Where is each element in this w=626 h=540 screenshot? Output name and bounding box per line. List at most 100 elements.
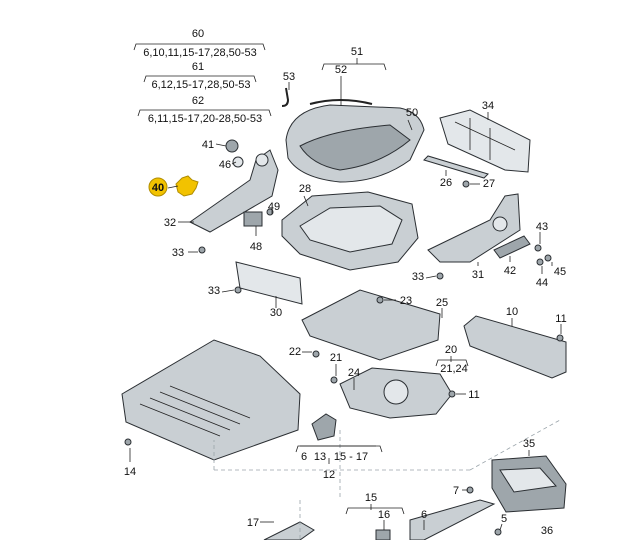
drawer-35-front xyxy=(499,467,557,493)
callout-30: 30 xyxy=(270,307,282,319)
callout-5: 5 xyxy=(501,513,507,525)
leader-5 xyxy=(499,523,503,531)
callout-16: 16 xyxy=(378,509,390,521)
gear-knob-40-part xyxy=(175,175,199,197)
seat-frame-part xyxy=(121,339,301,461)
screw-49-part xyxy=(266,208,274,216)
seat-cushion-padding xyxy=(299,124,411,171)
leader-15 xyxy=(345,504,405,515)
callout-49: 49 xyxy=(268,201,280,213)
callout-46: 46 xyxy=(219,159,231,171)
set-61-number: 61 xyxy=(192,61,204,73)
bracket-25-part xyxy=(301,289,441,361)
callout-11-upper: 11 xyxy=(555,313,566,325)
pan-20-hole xyxy=(383,379,409,405)
parts-drawing xyxy=(121,87,567,540)
callout-48: 48 xyxy=(250,241,262,253)
assembly-guide-lines xyxy=(213,419,561,540)
leader-46 xyxy=(231,161,237,165)
leader-50 xyxy=(407,119,413,131)
strip-part xyxy=(423,155,489,179)
part-17-part xyxy=(263,521,315,540)
callout-11-lower: 11 xyxy=(468,389,479,401)
set-61-members: 6,12,15-17,28,50-53 xyxy=(151,79,250,91)
track-6-part xyxy=(409,499,496,540)
screw-33c-part xyxy=(436,272,444,280)
screw-27-part xyxy=(462,180,470,188)
callout-6-lower: 6 xyxy=(421,509,427,521)
callout-labels: 51 52 53 50 34 41 46 40 28 49 32 48 33 2… xyxy=(124,46,567,537)
lever-42-part xyxy=(493,235,531,259)
switch-48-part xyxy=(243,211,263,227)
callout-33-left-lower: 33 xyxy=(208,285,220,297)
callout-23: 23 xyxy=(400,295,412,307)
callout-25: 25 xyxy=(436,297,448,309)
seat-pan-inner xyxy=(299,205,403,253)
part-16-part xyxy=(375,529,391,540)
cushion-wire-part xyxy=(309,99,373,105)
set-60-bracket xyxy=(133,43,266,51)
callout-50: 50 xyxy=(406,107,418,119)
callout-20: 20 xyxy=(445,344,457,356)
leader-28 xyxy=(303,195,309,207)
callout-21: 21 xyxy=(330,352,342,364)
callout-27: 27 xyxy=(483,178,495,190)
callout-14: 14 xyxy=(124,466,136,478)
callout-10: 10 xyxy=(506,306,518,318)
screw-43-part xyxy=(534,244,542,252)
callout-15: 15 xyxy=(365,492,377,504)
screw-33b-part xyxy=(234,286,242,294)
callout-7: 7 xyxy=(453,485,459,497)
heater-mat-part xyxy=(439,109,531,173)
knob-41-part xyxy=(225,139,239,153)
leader-33c xyxy=(221,289,235,293)
leader-12-bracket xyxy=(295,445,383,464)
set-62-number: 62 xyxy=(192,95,204,107)
seat-frame-bars xyxy=(139,385,251,437)
callout-21-24: 21,24 xyxy=(440,363,468,375)
leader-lines xyxy=(129,58,562,531)
right-trim-hole xyxy=(492,216,508,232)
callout-12: 12 xyxy=(323,469,335,481)
panel-30-part xyxy=(235,261,303,305)
screw-22-part xyxy=(312,350,320,358)
screw-21-part xyxy=(330,376,338,384)
set-list: 60 6,10,11,15-17,28,50-53 61 6,12,15-17,… xyxy=(133,28,272,125)
callout-6-upper: 6 xyxy=(301,451,307,463)
callout-32: 32 xyxy=(164,217,176,229)
callout-43: 43 xyxy=(536,221,548,233)
callout-26: 26 xyxy=(440,177,452,189)
ring-46-part xyxy=(232,156,244,168)
callout-33-left-upper: 33 xyxy=(172,247,184,259)
heater-mat-lines xyxy=(454,118,516,160)
screw-33a-part xyxy=(198,246,206,254)
set-60-members: 6,10,11,15-17,28,50-53 xyxy=(143,47,257,59)
part-5-part xyxy=(494,528,502,536)
motor-13-part xyxy=(311,413,337,441)
callout-31: 31 xyxy=(472,269,484,281)
rail-10-part xyxy=(463,315,567,379)
clip-45-part xyxy=(544,254,552,262)
callout-53: 53 xyxy=(283,71,295,83)
screw-23-part xyxy=(376,296,384,304)
callout-42: 42 xyxy=(504,265,516,277)
callout-51: 51 xyxy=(351,46,363,58)
callout-28: 28 xyxy=(299,183,311,195)
leader-41 xyxy=(215,143,227,147)
callout-35: 35 xyxy=(523,438,535,450)
callout-44: 44 xyxy=(536,277,548,289)
leader-40 xyxy=(167,185,179,189)
callout-40-highlight xyxy=(148,177,168,197)
set-62-bracket xyxy=(137,109,272,117)
side-trim-hole xyxy=(255,153,269,167)
set-60-number: 60 xyxy=(192,28,204,40)
callout-52: 52 xyxy=(335,64,347,76)
clip-53-part xyxy=(281,87,290,107)
screw-11b-part xyxy=(448,390,456,398)
callout-17: 17 xyxy=(247,517,259,529)
set-62-members: 6,11,15-17,20-28,50-53 xyxy=(148,113,262,125)
callout-41: 41 xyxy=(202,139,214,151)
set-61-bracket xyxy=(143,75,257,83)
bolt-14-part xyxy=(124,438,132,446)
callout-22: 22 xyxy=(289,346,301,358)
